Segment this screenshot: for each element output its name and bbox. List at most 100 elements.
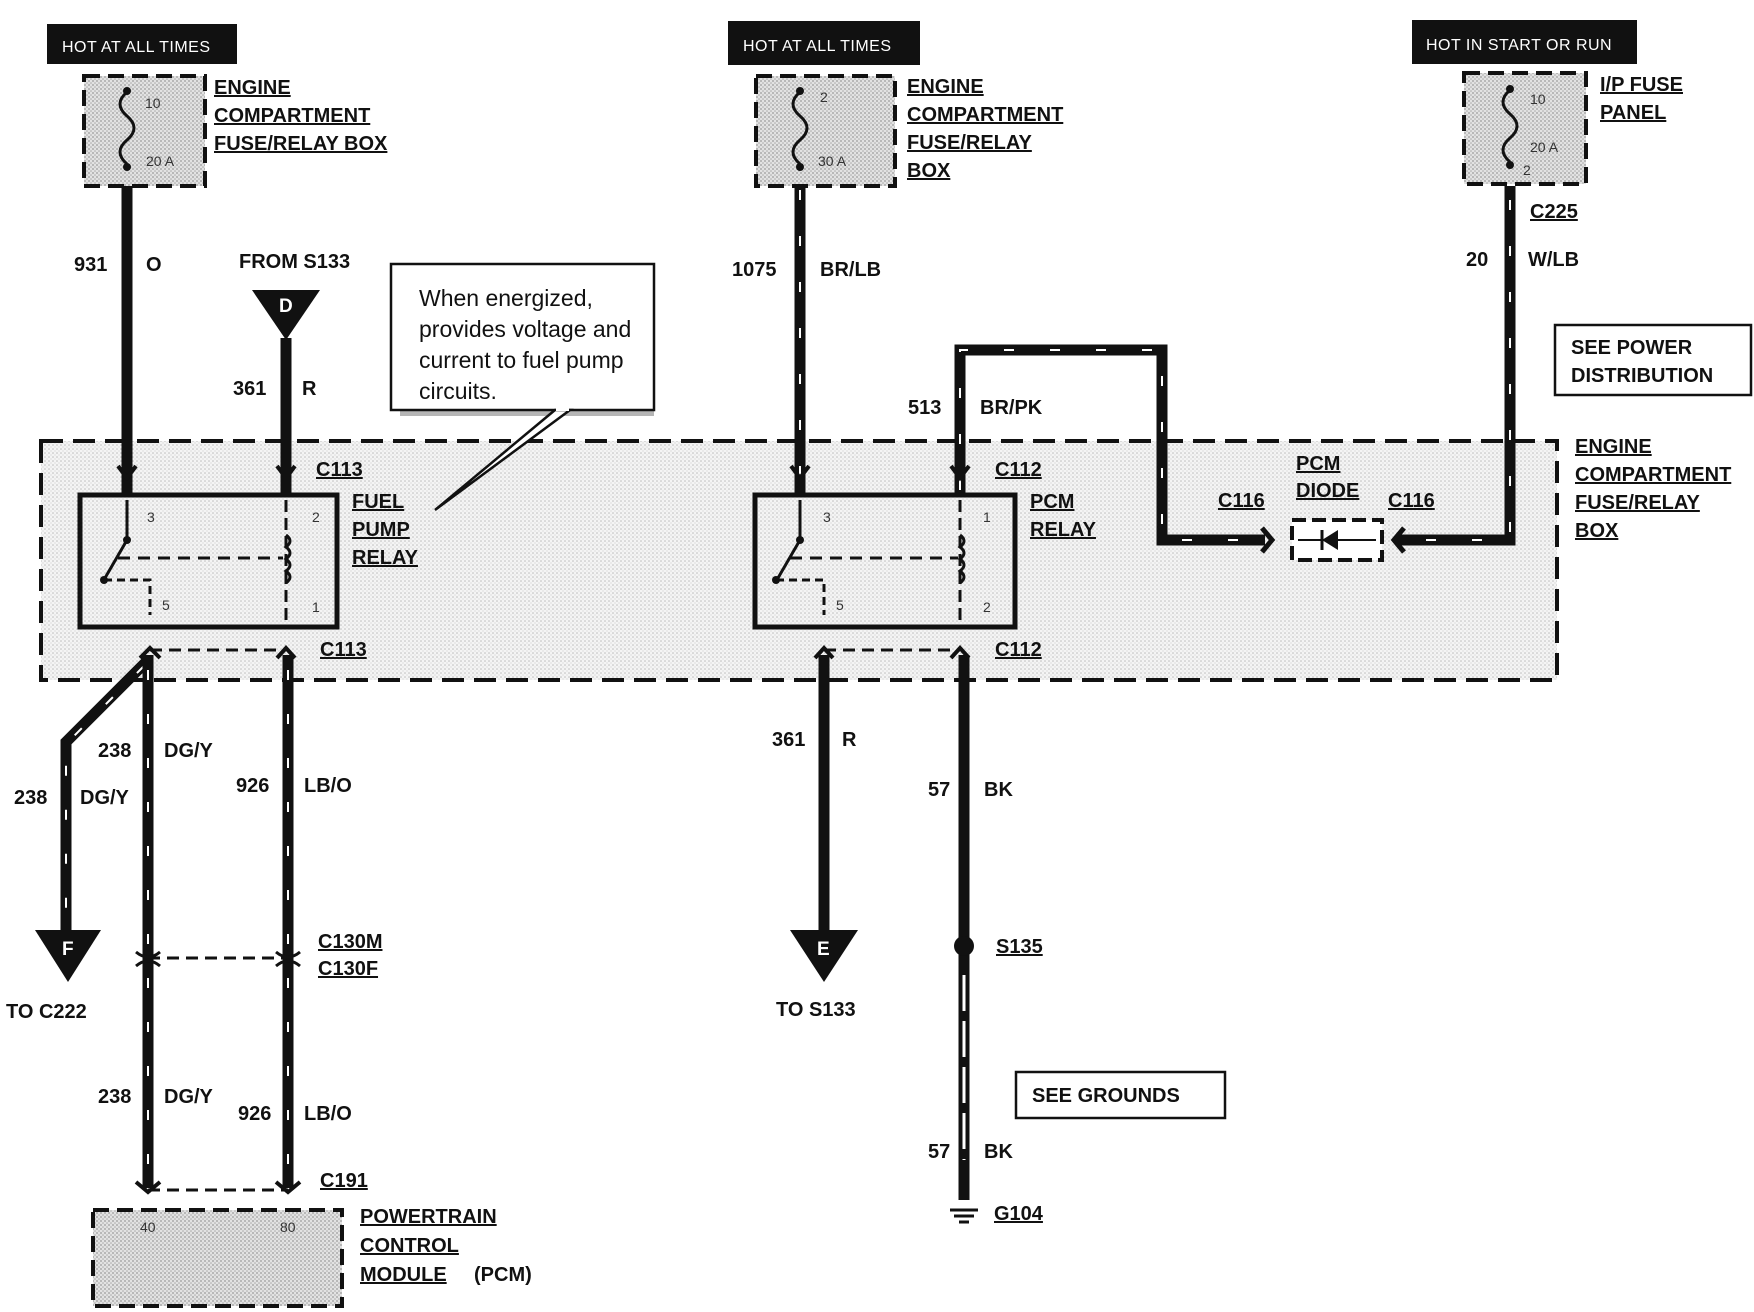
- marker-d: D: [252, 290, 320, 340]
- wire-57-lower-number: 57: [928, 1141, 950, 1163]
- callout-line-2: provides voltage and: [419, 316, 631, 342]
- splice-s135: [954, 936, 974, 956]
- pcm-label-3: MODULE: [360, 1264, 447, 1286]
- pcm-module: 40 80: [91, 1208, 344, 1308]
- wire-57-color: BK: [984, 779, 1013, 801]
- to-s133-label: TO S133: [776, 999, 856, 1021]
- connector-c225: C225: [1530, 201, 1578, 223]
- fuel-pump-relay: 3 2 5 1: [77, 492, 340, 630]
- fpr-pin-2: 2: [312, 509, 320, 525]
- connector-c116-right: C116: [1388, 490, 1435, 512]
- fuse-right: 10 20 A 2: [1462, 71, 1588, 186]
- box-label-2: COMPARTMENT: [1575, 464, 1731, 486]
- callout-line-4: circuits.: [419, 378, 497, 404]
- wire-931-color: O: [146, 254, 162, 276]
- wire-926-lower-color: LB/O: [304, 1103, 352, 1125]
- callout-line-3: current to fuel pump: [419, 347, 624, 373]
- header-middle-text: HOT AT ALL TIMES: [743, 38, 892, 55]
- fuse-right-label-2: PANEL: [1600, 102, 1666, 124]
- fuse-left-number: 10: [145, 95, 161, 111]
- marker-f: F: [35, 930, 101, 982]
- wire-1075-number: 1075: [732, 259, 777, 281]
- pcm-diode-label-1: PCM: [1296, 453, 1340, 475]
- wire-926-color: LB/O: [304, 775, 352, 797]
- header-left-text: HOT AT ALL TIMES: [62, 39, 211, 56]
- pcm-label-2: CONTROL: [360, 1235, 459, 1257]
- fuse-left: 10 20 A: [82, 74, 207, 188]
- connector-c130m: C130M: [318, 931, 382, 953]
- connector-c113-top: C113: [316, 459, 363, 481]
- fuse-left-label-1: ENGINE: [214, 77, 291, 99]
- wire-1075-color: BR/LB: [820, 259, 881, 281]
- fpr-pin-3: 3: [147, 509, 155, 525]
- to-c222-label: TO C222: [6, 1001, 87, 1023]
- connector-c130f: C130F: [318, 958, 378, 980]
- see-power-line-2: DISTRIBUTION: [1571, 365, 1713, 387]
- wire-926-number: 926: [236, 775, 269, 797]
- wire-926-lower-number: 926: [238, 1103, 271, 1125]
- wire-361-out-color: R: [842, 729, 857, 751]
- fpr-pin-5: 5: [162, 597, 170, 613]
- fuse-right-number: 10: [1530, 91, 1546, 107]
- marker-d-text: D: [279, 296, 293, 317]
- connector-c116-left: C116: [1218, 490, 1265, 512]
- connector-marks: [116, 464, 971, 660]
- ground-g104-icon: [950, 1208, 978, 1224]
- fuse-middle-number: 2: [820, 89, 828, 105]
- connector-s135: S135: [996, 936, 1043, 958]
- wire-513-number: 513: [908, 397, 941, 419]
- wire-238-lower-number: 238: [98, 1086, 131, 1108]
- wire-513-color: BR/PK: [980, 397, 1043, 419]
- fuse-left-rating: 20 A: [146, 153, 175, 169]
- see-grounds: SEE GROUNDS: [1014, 1070, 1227, 1120]
- see-grounds-text: SEE GROUNDS: [1032, 1085, 1180, 1107]
- pcmr-pin-1: 1: [983, 509, 991, 525]
- connector-g104: G104: [994, 1203, 1044, 1225]
- marker-e-text: E: [817, 939, 830, 960]
- pcm-pin-40: 40: [140, 1219, 156, 1235]
- from-s133-label: FROM S133: [239, 251, 350, 273]
- pcmr-label-2: RELAY: [1030, 519, 1097, 541]
- fuse-middle-rating: 30 A: [818, 153, 847, 169]
- fuse-left-label-3: FUSE/RELAY BOX: [214, 133, 388, 155]
- connector-c113-bottom: C113: [320, 639, 367, 661]
- marker-f-text: F: [62, 939, 74, 960]
- box-label-3: FUSE/RELAY: [1575, 492, 1701, 514]
- fuse-left-label-2: COMPARTMENT: [214, 105, 370, 127]
- marker-e: E: [790, 930, 858, 982]
- pcmr-label-1: PCM: [1030, 491, 1074, 513]
- callout-box: When energized, provides voltage and cur…: [389, 262, 656, 512]
- header-right: HOT IN START OR RUN: [1412, 20, 1637, 64]
- wire-361-in-number: 361: [233, 378, 266, 400]
- header-right-text: HOT IN START OR RUN: [1426, 37, 1612, 54]
- see-power-distribution: SEE POWER DISTRIBUTION: [1553, 323, 1753, 397]
- wire-931-number: 931: [74, 254, 107, 276]
- wire-238-number: 238: [98, 740, 131, 762]
- pcmr-pin-2: 2: [983, 599, 991, 615]
- connector-c130: [135, 950, 301, 968]
- see-power-line-1: SEE POWER: [1571, 337, 1693, 359]
- wire-361-in-color: R: [302, 378, 317, 400]
- pcmr-pin-5: 5: [836, 597, 844, 613]
- fpr-pin-1: 1: [312, 599, 320, 615]
- pcm-pin-80: 80: [280, 1219, 296, 1235]
- wire-238-branch: [60, 656, 152, 935]
- header-middle: HOT AT ALL TIMES: [728, 21, 920, 65]
- fuse-middle: 2 30 A: [754, 74, 897, 188]
- fpr-label-1: FUEL: [352, 491, 404, 513]
- fuse-middle-label-2: COMPARTMENT: [907, 104, 1063, 126]
- fuse-middle-label-1: ENGINE: [907, 76, 984, 98]
- header-left: HOT AT ALL TIMES: [47, 24, 237, 64]
- wire-238-lower-color: DG/Y: [164, 1086, 214, 1108]
- pcm-diode: [1290, 518, 1384, 562]
- fuse-middle-label-4: BOX: [907, 160, 951, 182]
- wire-57-lower-color: BK: [984, 1141, 1013, 1163]
- fpr-label-2: PUMP: [352, 519, 410, 541]
- connector-c191: C191: [320, 1170, 368, 1192]
- pcm-label-suffix: (PCM): [474, 1264, 532, 1286]
- wire-20-number: 20: [1466, 249, 1488, 271]
- wire-513: [954, 344, 1265, 546]
- box-label-1: ENGINE: [1575, 436, 1652, 458]
- wire-238-color: DG/Y: [164, 740, 214, 762]
